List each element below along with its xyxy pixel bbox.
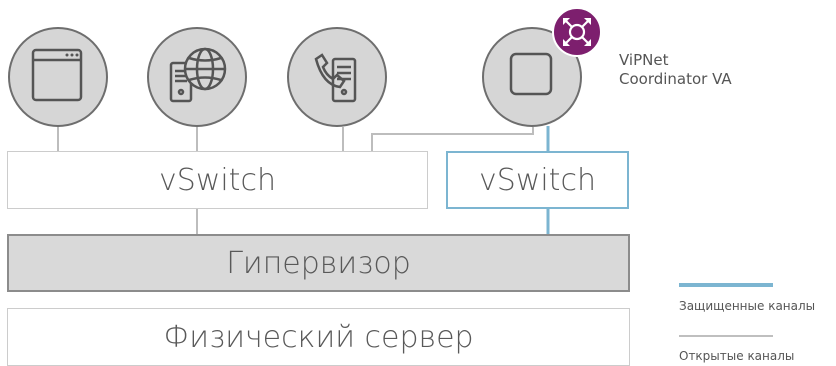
legend-open-label: Открытые каналы	[679, 349, 795, 363]
physical-server-label: Физический сервер	[163, 319, 474, 355]
vipnet-badge	[552, 7, 602, 57]
appliance-square-icon	[509, 52, 553, 96]
legend-secure-label: Защищенные каналы	[679, 299, 816, 313]
legend-secure-swatch	[679, 283, 773, 287]
hypervisor: Гипервизор	[7, 234, 630, 292]
phone-server-icon	[314, 53, 357, 103]
vswitch-left: vSwitch	[7, 151, 428, 209]
vm-phone-server	[287, 27, 387, 127]
browser-window-icon	[31, 48, 83, 102]
coordinator-label-line1: ViPNet	[619, 51, 669, 69]
vipnet-logo-icon	[563, 18, 591, 46]
vswitch-right: vSwitch	[446, 151, 629, 209]
coordinator-label-line2: Coordinator VA	[619, 70, 732, 88]
vm-browser	[8, 27, 108, 127]
coordinator-label: ViPNet Coordinator VA	[619, 51, 732, 89]
hypervisor-label: Гипервизор	[226, 245, 411, 281]
web-server-globe-icon	[169, 47, 227, 103]
vswitch-left-label: vSwitch	[159, 162, 276, 198]
physical-server: Физический сервер	[7, 308, 630, 366]
vm-web-server	[147, 27, 247, 127]
vswitch-right-label: vSwitch	[479, 162, 596, 198]
open-link-coordinator	[371, 127, 534, 151]
legend-open-swatch	[679, 335, 773, 337]
